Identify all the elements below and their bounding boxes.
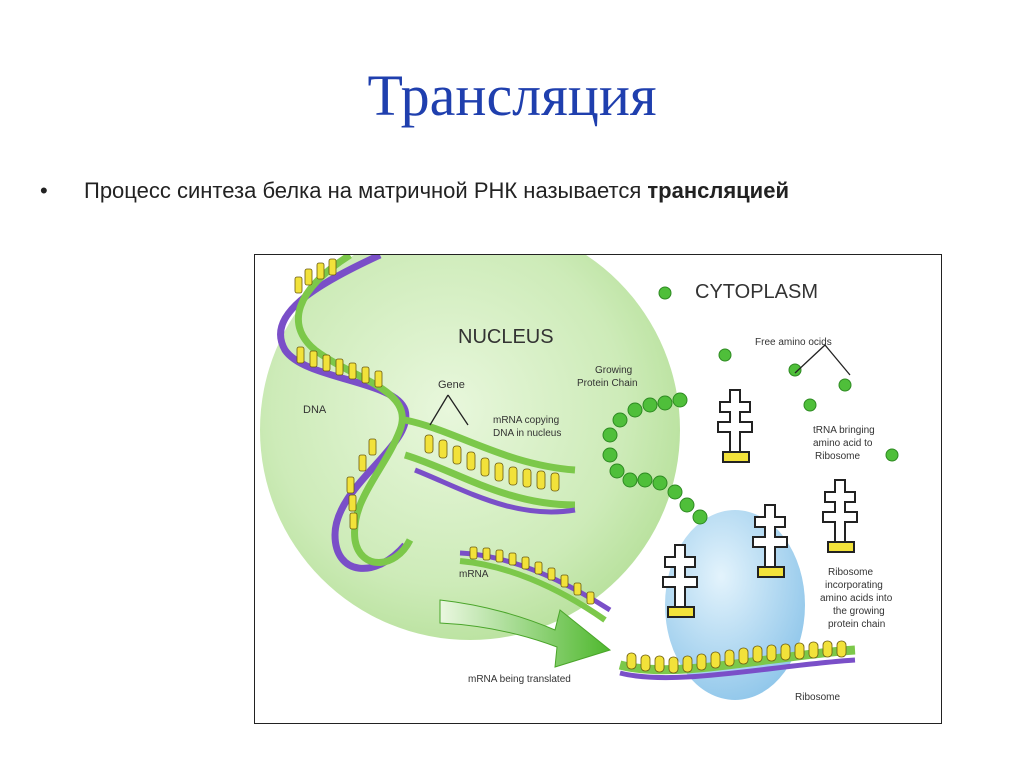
mrna-strand xyxy=(459,546,612,623)
label-trna-1: tRNA bringing xyxy=(813,425,875,436)
label-pointers xyxy=(429,344,851,426)
label-ribosome: Ribosome xyxy=(795,692,840,703)
translation-diagram: CYTOPLASM NUCLEUS DNA Gene mRNA copying … xyxy=(254,254,942,724)
label-mrna-translated: mRNA being translated xyxy=(468,674,571,685)
dna-helix xyxy=(277,255,414,572)
mrna-being-translated-strand xyxy=(618,640,856,681)
bullet-dot: • xyxy=(40,178,48,203)
trna-free-1 xyxy=(717,389,753,463)
slide-title: Трансляция xyxy=(367,63,657,128)
label-free-amino: Free amino ocids xyxy=(755,337,832,348)
label-ribo-inc-2: incorporating xyxy=(825,580,883,591)
bullet-item: • Процесс синтеза белка на матричной РНК … xyxy=(40,178,1000,204)
label-mrna: mRNA xyxy=(459,569,489,580)
trna-free-2 xyxy=(822,479,858,553)
translation-diagram-svg: CYTOPLASM NUCLEUS DNA Gene mRNA copying … xyxy=(260,255,899,703)
label-dna: DNA xyxy=(303,404,327,416)
label-mrna-copying-1: mRNA copying xyxy=(493,415,559,426)
label-growing-1: Growing xyxy=(595,365,632,376)
trna-molecules xyxy=(662,389,858,618)
label-gene: Gene xyxy=(438,379,465,391)
translation-arrow xyxy=(439,599,612,668)
label-growing-2: Protein Chain xyxy=(577,378,638,389)
nucleus-shape xyxy=(260,255,680,640)
bullet-text: Процесс синтеза белка на матричной РНК н… xyxy=(84,178,789,203)
bullet-bold-term: трансляцией xyxy=(647,178,789,203)
amino-acids xyxy=(602,286,899,525)
bullet-plain-text: Процесс синтеза белка на матричной РНК н… xyxy=(84,178,648,203)
label-trna-2: amino acid to xyxy=(813,438,873,449)
label-ribo-inc-1: Ribosome xyxy=(828,567,873,578)
trna-free-3 xyxy=(752,504,788,578)
label-ribo-inc-4: the growing xyxy=(833,606,885,617)
label-nucleus: NUCLEUS xyxy=(458,326,554,348)
label-ribo-inc-5: protein chain xyxy=(828,619,885,630)
gene-region xyxy=(403,416,576,515)
label-trna-3: Ribosome xyxy=(815,451,860,462)
label-cytoplasm: CYTOPLASM xyxy=(695,281,818,303)
label-mrna-copying-2: DNA in nucleus xyxy=(493,428,561,439)
label-ribo-inc-3: amino acids into xyxy=(820,593,893,604)
trna-bound xyxy=(662,544,698,618)
